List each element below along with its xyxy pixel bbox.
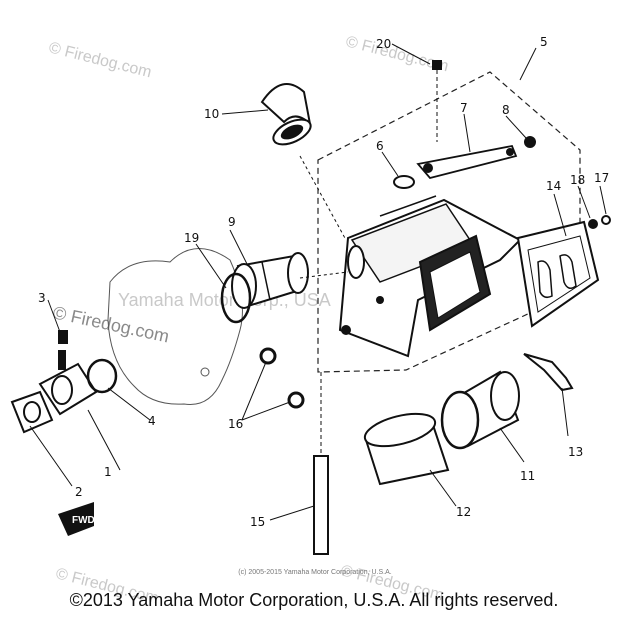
air-box-case (338, 195, 522, 358)
callout-12: 12 (456, 505, 471, 519)
callout-9: 9 (228, 215, 236, 229)
gasket-part-2 (10, 390, 54, 434)
screw-part-3 (58, 330, 68, 344)
callout-15: 15 (250, 515, 265, 529)
copyright-notice: ©2013 Yamaha Motor Corporation, U.S.A. A… (69, 590, 559, 610)
callout-20: 20 (376, 37, 391, 51)
clamp-part-19 (220, 272, 252, 324)
washer-part-18 (601, 215, 611, 225)
drain-tube-part-15 (313, 372, 329, 555)
callout-8: 8 (502, 103, 510, 117)
callout-18: 18 (570, 173, 585, 187)
bracket-part-7 (416, 144, 518, 180)
grommet-part-6 (393, 175, 415, 189)
callout-10: 10 (204, 107, 219, 121)
cover-part-14 (516, 220, 600, 328)
grommet-part-16-b (287, 391, 305, 409)
element-cage-part-11 (440, 370, 520, 450)
carb-joint-part-1 (38, 350, 98, 416)
clip-part-13 (523, 353, 574, 392)
callout-7: 7 (460, 101, 468, 115)
screw-part-17 (588, 219, 598, 229)
callout-1: 1 (104, 465, 112, 479)
watermark-firedog-top-left: © Firedog.com (47, 39, 153, 81)
callout-16: 16 (228, 417, 243, 431)
callout-6: 6 (376, 139, 384, 153)
callout-4: 4 (148, 414, 156, 428)
callout-11: 11 (520, 469, 535, 483)
leader-lines (29, 43, 607, 521)
callout-13: 13 (568, 445, 583, 459)
fwd-arrow-mark: FWD (58, 502, 95, 536)
callout-labels: 1 2 3 4 5 6 7 8 9 10 11 12 13 14 15 16 1… (38, 35, 609, 529)
joint-part-9 (231, 252, 309, 309)
elbow-hose-part-10 (260, 83, 312, 146)
engine-bolt (200, 367, 210, 377)
clamp-part-4 (86, 358, 118, 394)
screw-part-20 (432, 60, 442, 142)
diagram-source-credit: (c) 2005-2015 Yamaha Motor Corporation, … (238, 569, 392, 576)
callout-14: 14 (546, 179, 561, 193)
callout-19: 19 (184, 231, 199, 245)
nut-part-8 (524, 136, 536, 148)
fwd-label: FWD (72, 515, 95, 526)
callout-17: 17 (594, 171, 609, 185)
callout-5: 5 (540, 35, 548, 49)
callout-2: 2 (75, 485, 83, 499)
callout-3: 3 (38, 291, 46, 305)
filter-element-part-12 (363, 412, 450, 486)
grommet-part-16-a (259, 347, 277, 365)
engine-outline (107, 248, 243, 405)
